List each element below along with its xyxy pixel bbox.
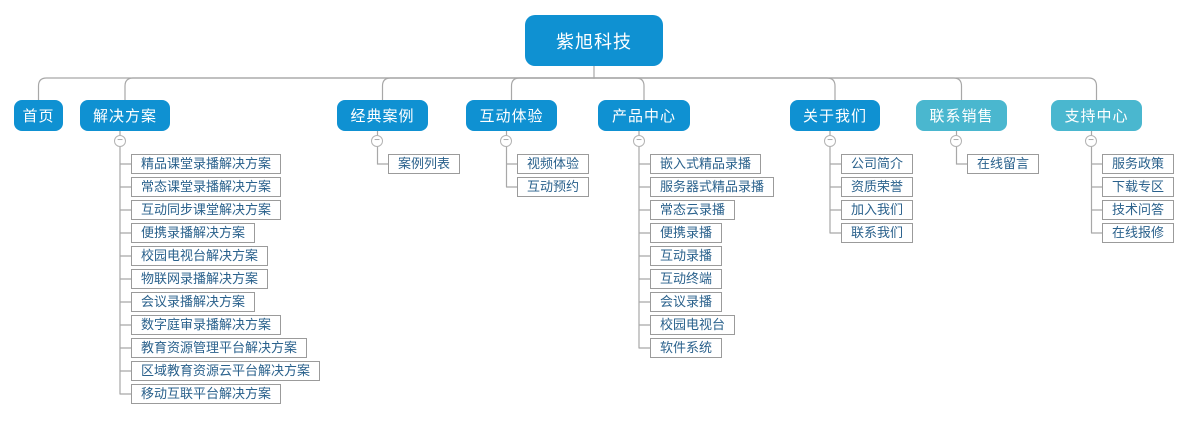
leaf-node[interactable]: 数字庭审录播解决方案: [131, 315, 282, 335]
leaf-node[interactable]: 教育资源管理平台解决方案: [131, 338, 308, 358]
leaf-node[interactable]: 下载专区: [1102, 177, 1175, 197]
leaf-node[interactable]: 服务政策: [1102, 154, 1175, 174]
leaf-node[interactable]: 嵌入式精品录播: [650, 154, 762, 174]
leaf-node[interactable]: 互动预约: [517, 177, 590, 197]
leaf-node[interactable]: 校园电视台解决方案: [131, 246, 269, 266]
leaf-node[interactable]: 互动录播: [650, 246, 723, 266]
node-experience[interactable]: 互动体验: [466, 100, 557, 131]
node-products[interactable]: 产品中心: [598, 100, 690, 131]
leaf-node[interactable]: 联系我们: [841, 223, 914, 243]
leaf-node[interactable]: 移动互联平台解决方案: [131, 384, 282, 404]
leaf-node[interactable]: 在线留言: [967, 154, 1040, 174]
leaf-node[interactable]: 会议录播解决方案: [131, 292, 256, 312]
leaf-node[interactable]: 常态云录播: [650, 200, 736, 220]
leaf-node[interactable]: 校园电视台: [650, 315, 736, 335]
collapse-icon[interactable]: −: [500, 135, 512, 147]
node-about[interactable]: 关于我们: [790, 100, 880, 131]
collapse-icon[interactable]: −: [371, 135, 383, 147]
collapse-icon[interactable]: −: [1085, 135, 1097, 147]
leaf-node[interactable]: 会议录播: [650, 292, 723, 312]
leaf-node[interactable]: 公司简介: [841, 154, 914, 174]
leaf-node[interactable]: 软件系统: [650, 338, 723, 358]
node-home[interactable]: 首页: [14, 100, 63, 131]
leaf-node[interactable]: 互动同步课堂解决方案: [131, 200, 282, 220]
collapse-icon[interactable]: −: [824, 135, 836, 147]
node-support[interactable]: 支持中心: [1051, 100, 1142, 131]
leaf-node[interactable]: 视频体验: [517, 154, 590, 174]
leaf-node[interactable]: 在线报修: [1102, 223, 1175, 243]
leaf-node[interactable]: 互动终端: [650, 269, 723, 289]
leaf-node[interactable]: 便携录播: [650, 223, 723, 243]
leaf-node[interactable]: 物联网录播解决方案: [131, 269, 269, 289]
leaf-node[interactable]: 区域教育资源云平台解决方案: [131, 361, 321, 381]
leaf-node[interactable]: 案例列表: [388, 154, 461, 174]
collapse-icon[interactable]: −: [114, 135, 126, 147]
collapse-icon[interactable]: −: [950, 135, 962, 147]
leaf-node[interactable]: 常态课堂录播解决方案: [131, 177, 282, 197]
node-root[interactable]: 紫旭科技: [525, 15, 663, 66]
leaf-node[interactable]: 加入我们: [841, 200, 914, 220]
leaf-node[interactable]: 技术问答: [1102, 200, 1175, 220]
leaf-node[interactable]: 资质荣誉: [841, 177, 914, 197]
leaf-node[interactable]: 精品课堂录播解决方案: [131, 154, 282, 174]
leaf-node[interactable]: 服务器式精品录播: [650, 177, 775, 197]
node-solutions[interactable]: 解决方案: [80, 100, 170, 131]
node-cases[interactable]: 经典案例: [337, 100, 428, 131]
collapse-icon[interactable]: −: [633, 135, 645, 147]
node-contact-sales[interactable]: 联系销售: [916, 100, 1007, 131]
leaf-node[interactable]: 便携录播解决方案: [131, 223, 256, 243]
